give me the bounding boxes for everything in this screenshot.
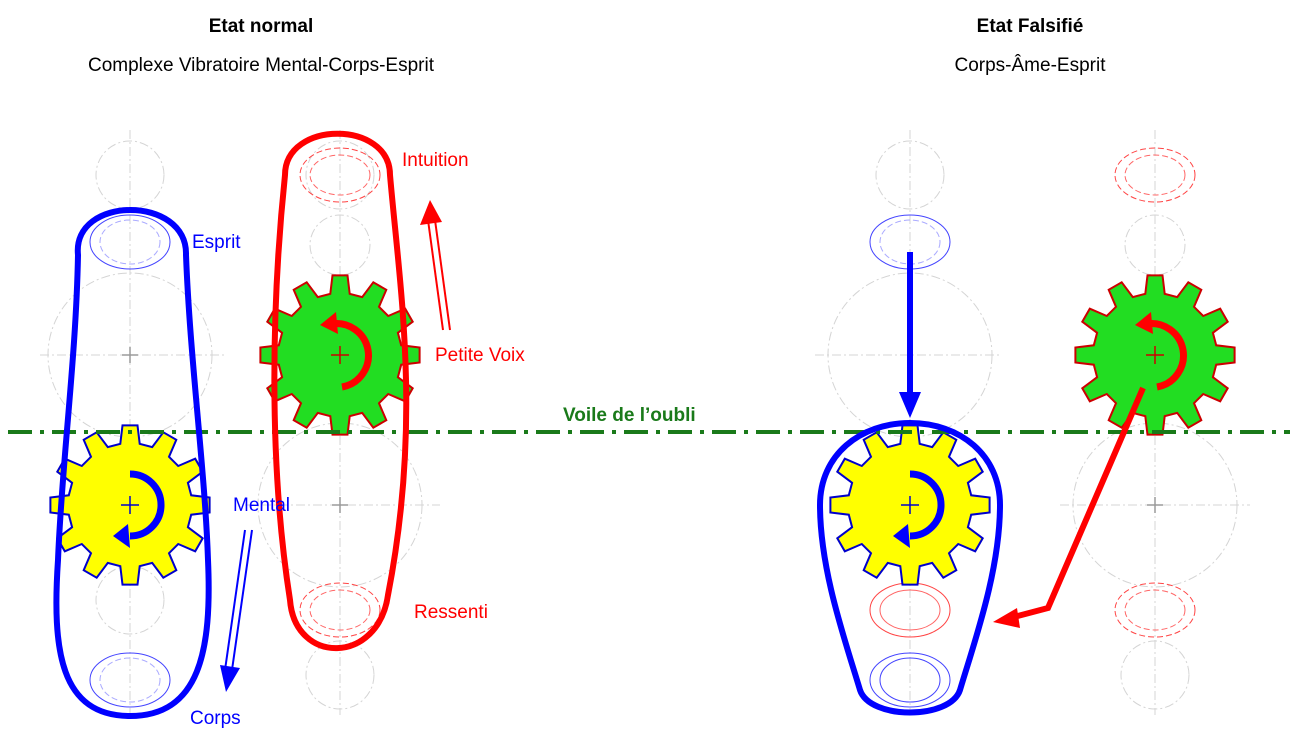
blue-loop-left (53, 207, 212, 719)
rotation-arrow-icon (1135, 312, 1187, 391)
label-mental: Mental (233, 495, 290, 516)
label-petite-voix: Petite Voix (435, 345, 525, 366)
veil-label-bg (558, 400, 756, 426)
right-subtitle: Corps-Âme-Esprit (955, 54, 1107, 76)
arrow-icon (899, 252, 921, 418)
right-title: Etat Falsifié (977, 16, 1084, 37)
minor-ellipses (89, 147, 1196, 708)
veil-label: Voile de l’oubli (563, 405, 696, 426)
label-esprit: Esprit (192, 232, 241, 253)
gear-icon (829, 424, 991, 586)
double-arrow-icon (420, 200, 451, 331)
gear-icon (259, 274, 421, 436)
label-ressenti: Ressenti (414, 602, 488, 623)
gear-icon (1074, 274, 1236, 436)
label-corps: Corps (190, 708, 241, 729)
left-title: Etat normal (209, 16, 314, 37)
label-intuition: Intuition (402, 150, 469, 171)
double-arrow-icon (220, 529, 253, 692)
red-loop-left (271, 130, 410, 652)
blue-loop-right (817, 420, 1003, 716)
rotation-arrow-icon (893, 470, 945, 548)
arrow-icon (993, 386, 1146, 628)
left-subtitle: Complexe Vibratoire Mental-Corps-Esprit (88, 55, 435, 76)
center-crosses (122, 347, 1163, 513)
rotation-arrow-icon (320, 312, 372, 391)
gear-icon (49, 424, 211, 586)
rotation-arrow-icon (113, 470, 165, 548)
